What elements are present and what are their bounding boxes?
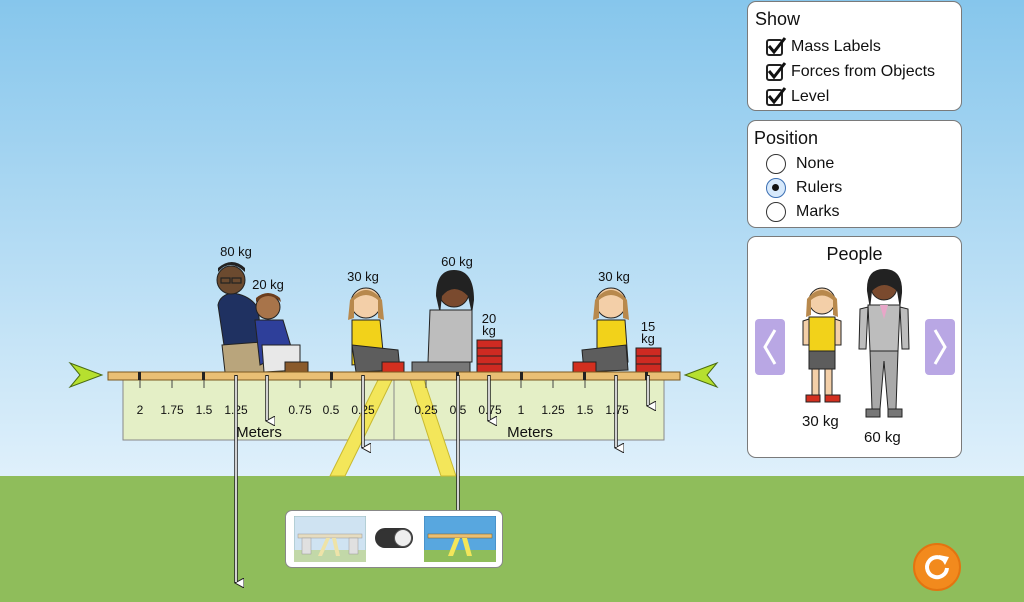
carousel-girl-30kg[interactable] — [798, 283, 848, 408]
people-prev-button[interactable] — [755, 319, 785, 375]
forces-from-objects-label: Forces from Objects — [791, 63, 936, 80]
chevron-right-icon — [933, 329, 947, 365]
supports-icon[interactable] — [294, 516, 366, 562]
mass-label-bricks-left-unit: kg — [482, 323, 496, 338]
reset-button[interactable] — [913, 543, 961, 591]
woman-60kg[interactable] — [411, 270, 474, 373]
mass-label-woman: 60 kg — [441, 254, 473, 269]
level-indicator-right — [683, 361, 719, 389]
mass-label-girl-right: 30 kg — [598, 269, 630, 284]
people-next-button[interactable] — [925, 319, 955, 375]
position-panel-title: Position — [754, 128, 819, 148]
supports-switch[interactable] — [375, 528, 413, 548]
checkbox-checked-icon — [766, 61, 787, 81]
mass-labels-label: Mass Labels — [791, 38, 881, 55]
ruler-unit-left: Meters — [236, 424, 282, 441]
reset-icon — [925, 555, 949, 580]
bricks-15kg[interactable] — [635, 347, 662, 373]
man-80kg[interactable] — [216, 262, 269, 373]
people-panel: People 30 kg 60 kg — [747, 236, 962, 458]
radio-icon — [766, 202, 786, 222]
position-rulers-radio[interactable]: Rulers — [766, 178, 842, 198]
position-none-label: None — [796, 155, 835, 172]
bricks-20kg[interactable] — [476, 339, 503, 373]
ruler-label-right-1-25: 1.25 — [541, 403, 565, 417]
switch-knob — [394, 529, 412, 547]
no-supports-icon[interactable] — [424, 516, 496, 562]
mass-label-man: 80 kg — [220, 244, 252, 259]
mass-label-bricks-right-value: 15 — [641, 319, 655, 334]
ruler-label-left-2: 2 — [137, 403, 144, 417]
grass — [0, 476, 1024, 602]
ruler-left — [122, 379, 395, 441]
carousel-label-60kg: 60 kg — [864, 429, 901, 446]
ruler-unit-right: Meters — [507, 424, 553, 441]
mass-label-bricks-right-unit: kg — [641, 331, 655, 346]
show-panel-title: Show — [755, 9, 801, 29]
girl-30kg-right[interactable] — [572, 287, 629, 373]
boy-20kg[interactable] — [254, 293, 309, 373]
ruler-label-left-0-5: 0.5 — [323, 403, 340, 417]
ruler-label-left-1-5: 1.5 — [196, 403, 213, 417]
ruler-label-right-1: 1 — [518, 403, 525, 417]
checkbox-checked-icon — [766, 36, 787, 56]
carousel-woman-60kg[interactable] — [854, 269, 914, 424]
position-marks-radio[interactable]: Marks — [766, 202, 840, 222]
forces-from-objects-checkbox[interactable]: Forces from Objects — [766, 61, 936, 81]
position-rulers-label: Rulers — [796, 179, 843, 196]
fulcrum — [329, 379, 457, 477]
mass-labels-checkbox[interactable]: Mass Labels — [766, 36, 881, 56]
ruler-label-left-0-75: 0.75 — [288, 403, 312, 417]
mass-label-girl-left: 30 kg — [347, 269, 379, 284]
position-marks-label: Marks — [796, 203, 840, 220]
level-checkbox[interactable]: Level — [766, 86, 830, 106]
people-panel-title: People — [826, 244, 883, 264]
plank — [107, 371, 681, 381]
radio-selected-icon — [766, 178, 786, 198]
position-panel: Position None Rulers Marks — [747, 120, 962, 228]
girl-30kg-left[interactable] — [348, 287, 405, 373]
chevron-left-icon — [763, 329, 777, 365]
radio-icon — [766, 154, 786, 174]
ruler-label-left-1-75: 1.75 — [160, 403, 184, 417]
mass-label-bricks-left-value: 20 — [482, 311, 496, 326]
ruler-label-right-1-5: 1.5 — [577, 403, 594, 417]
carousel-label-30kg: 30 kg — [802, 413, 839, 430]
show-panel: Show Mass Labels Forces from Objects Lev… — [747, 1, 962, 111]
level-label: Level — [791, 88, 830, 105]
mass-label-boy: 20 kg — [252, 277, 284, 292]
supports-toggle-panel — [285, 510, 503, 568]
ruler-label-right-0-25: 0.25 — [414, 403, 438, 417]
checkbox-checked-icon — [766, 86, 787, 106]
position-none-radio[interactable]: None — [766, 154, 834, 174]
level-indicator-left — [68, 361, 104, 389]
